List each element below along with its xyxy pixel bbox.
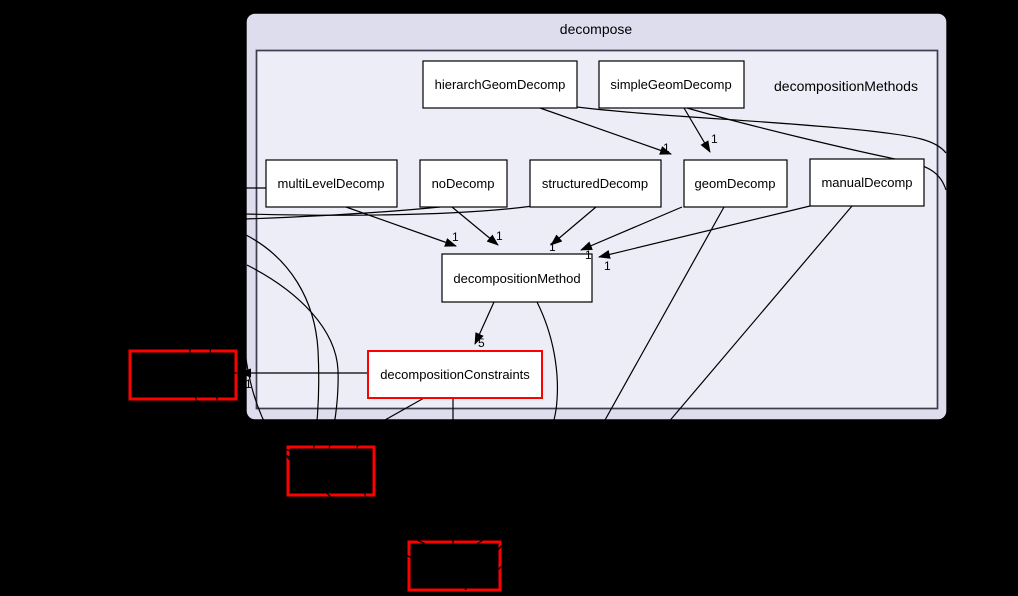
edge-swoop-1	[245, 234, 320, 461]
edge-label-simple: 1	[711, 132, 718, 146]
cluster-decompositionMethods: decompositionMethods	[255, 49, 939, 410]
edge-label-noDecomp: 1	[496, 229, 503, 243]
cluster-decompositionMethods-box	[255, 49, 939, 410]
node-multiLevelDecomp-box[interactable]	[265, 159, 398, 208]
external-dir-left[interactable]	[128, 349, 238, 401]
edge-geomDecomp-bottom	[464, 206, 725, 591]
node-structuredDecomp-box[interactable]	[529, 159, 662, 208]
edge-geomDecomp-decompositionMethod	[580, 206, 683, 251]
node-manualDecomp-label[interactable]: manualDecomp	[821, 175, 912, 190]
edge-decompositionMethod-bottom	[464, 301, 558, 553]
node-geomDecomp-label[interactable]: geomDecomp	[695, 176, 776, 191]
node-decompositionMethod-label[interactable]: decompositionMethod	[453, 271, 580, 286]
node-geomDecomp[interactable]: geomDecomp	[683, 159, 788, 208]
edge-decompositionMethod-decompositionConstraints	[474, 301, 495, 345]
edge-label-manual: 1	[604, 259, 611, 273]
external-dir-bottom-1[interactable]	[286, 445, 376, 497]
edge-constraints-bottom-1	[356, 397, 441, 552]
edge-structuredDecomp-left-a	[237, 205, 534, 565]
node-manualDecomp-box[interactable]	[809, 158, 925, 207]
edge-labels: 1 1 1 1 1 1 1 5 1	[245, 132, 718, 391]
node-decompositionConstraints-box[interactable]	[367, 350, 543, 399]
nodes: hierarchGeomDecomp simpleGeomDecomp mult…	[265, 60, 925, 399]
edge-swoop-2	[246, 264, 339, 463]
edge-label-external-left: 1	[245, 377, 252, 391]
cluster-decompose-title[interactable]: decompose	[560, 21, 633, 37]
node-structuredDecomp[interactable]: structuredDecomp	[529, 159, 662, 208]
node-simpleGeomDecomp-box[interactable]	[598, 60, 745, 109]
node-hierarchGeomDecomp[interactable]: hierarchGeomDecomp	[422, 60, 578, 109]
node-hierarchGeomDecomp-box[interactable]	[422, 60, 578, 109]
external-nodes	[128, 349, 502, 592]
edge-noDecomp-left-b	[209, 206, 441, 462]
node-noDecomp[interactable]: noDecomp	[419, 159, 508, 208]
node-simpleGeomDecomp[interactable]: simpleGeomDecomp	[598, 60, 745, 109]
edge-label-hierarch: 1	[663, 141, 670, 155]
edges	[189, 106, 947, 591]
node-decompositionMethod[interactable]: decompositionMethod	[441, 253, 593, 303]
node-decompositionMethod-box[interactable]	[441, 253, 593, 303]
edge-simpleGeomDecomp-geomDecomp	[683, 107, 711, 153]
edge-hierarchGeomDecomp-geomDecomp	[539, 107, 672, 155]
node-decompositionConstraints[interactable]: decompositionConstraints	[367, 350, 543, 399]
edge-manualDecomp-bottom	[479, 205, 853, 586]
node-multiLevelDecomp-label[interactable]: multiLevelDecomp	[278, 176, 385, 191]
node-noDecomp-label[interactable]: noDecomp	[432, 176, 495, 191]
cluster-decompositionMethods-title[interactable]: decompositionMethods	[774, 78, 918, 94]
edge-manualDecomp-decompositionMethod	[598, 205, 811, 259]
edge-curve-simple-right	[686, 107, 947, 191]
edge-label-geom: 1	[585, 248, 592, 262]
node-geomDecomp-box[interactable]	[683, 159, 788, 208]
node-decompositionConstraints-label[interactable]: decompositionConstraints	[380, 367, 530, 382]
edge-structuredDecomp-decompositionMethod	[550, 206, 597, 246]
node-structuredDecomp-label[interactable]: structuredDecomp	[542, 176, 648, 191]
node-multiLevelDecomp[interactable]: multiLevelDecomp	[265, 159, 398, 208]
node-noDecomp-box[interactable]	[419, 159, 508, 208]
edge-label-multiLevel: 1	[452, 230, 459, 244]
external-dir-bottom-2[interactable]	[407, 540, 502, 592]
edge-label-constraints: 5	[478, 336, 485, 350]
node-hierarchGeomDecomp-label[interactable]: hierarchGeomDecomp	[435, 77, 566, 92]
node-simpleGeomDecomp-label[interactable]: simpleGeomDecomp	[610, 77, 731, 92]
node-manualDecomp[interactable]: manualDecomp	[809, 158, 925, 207]
edge-curve-hierarch-right	[576, 106, 947, 154]
edge-noDecomp-decompositionMethod	[451, 206, 499, 246]
edge-label-structured: 1	[549, 240, 556, 254]
